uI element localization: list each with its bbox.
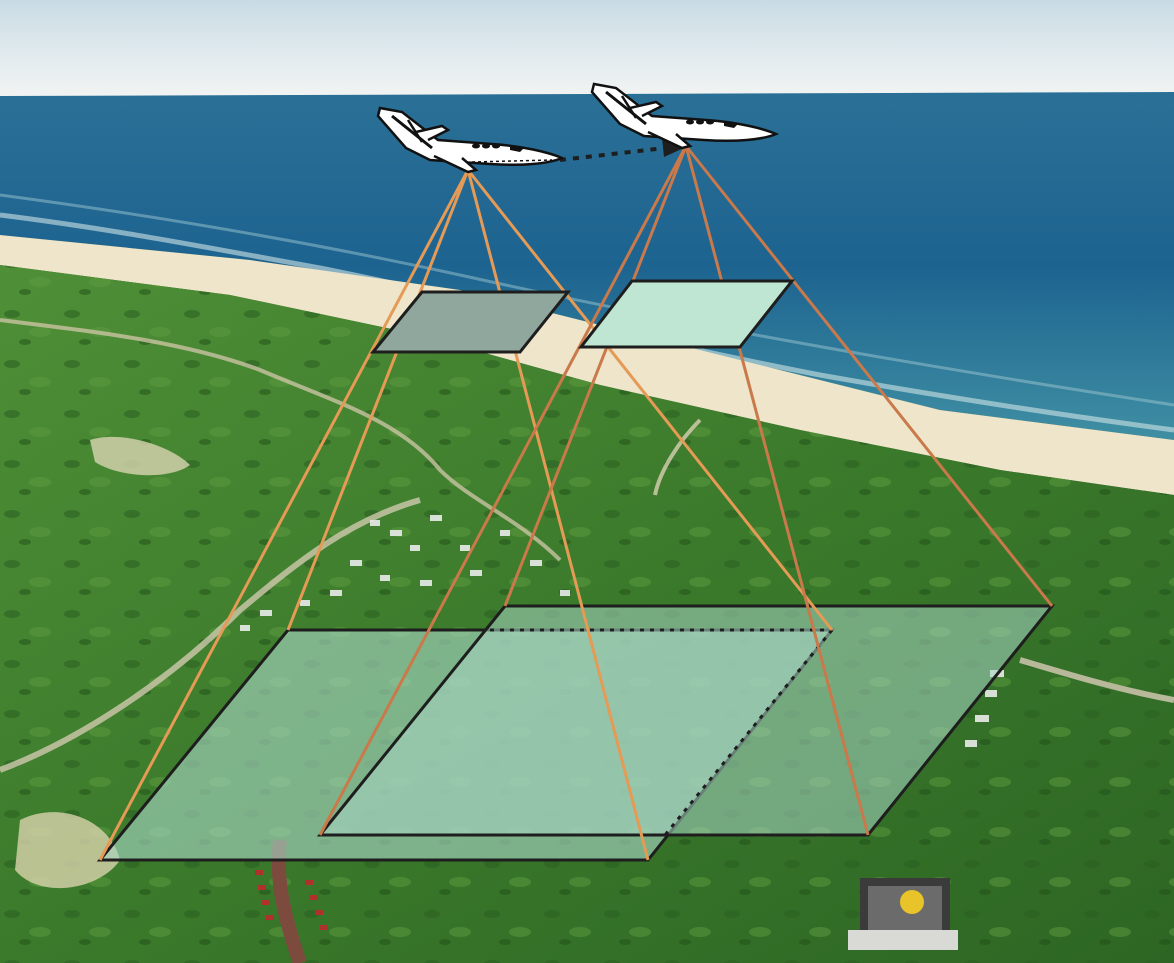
image-plane-second [577,279,796,349]
building-with-dome [848,878,958,950]
road [0,497,421,773]
path-trail-2 [653,418,702,496]
sky [0,0,1174,100]
image-plane-first [369,290,572,354]
sand-patch [90,436,190,476]
aircraft-second-icon [590,82,780,150]
projection-rays-second [318,145,1054,836]
sand-patch-2 [15,812,120,889]
surf-foam-2 [0,193,1174,407]
projection-rays-first [98,169,834,861]
path-trail [0,318,562,562]
beach [0,235,1174,495]
overlap-hidden-edges [490,628,834,836]
right-road [1019,657,1174,703]
sea [0,92,1174,440]
parked-cars [255,870,328,930]
aircraft-first-icon [376,106,566,174]
